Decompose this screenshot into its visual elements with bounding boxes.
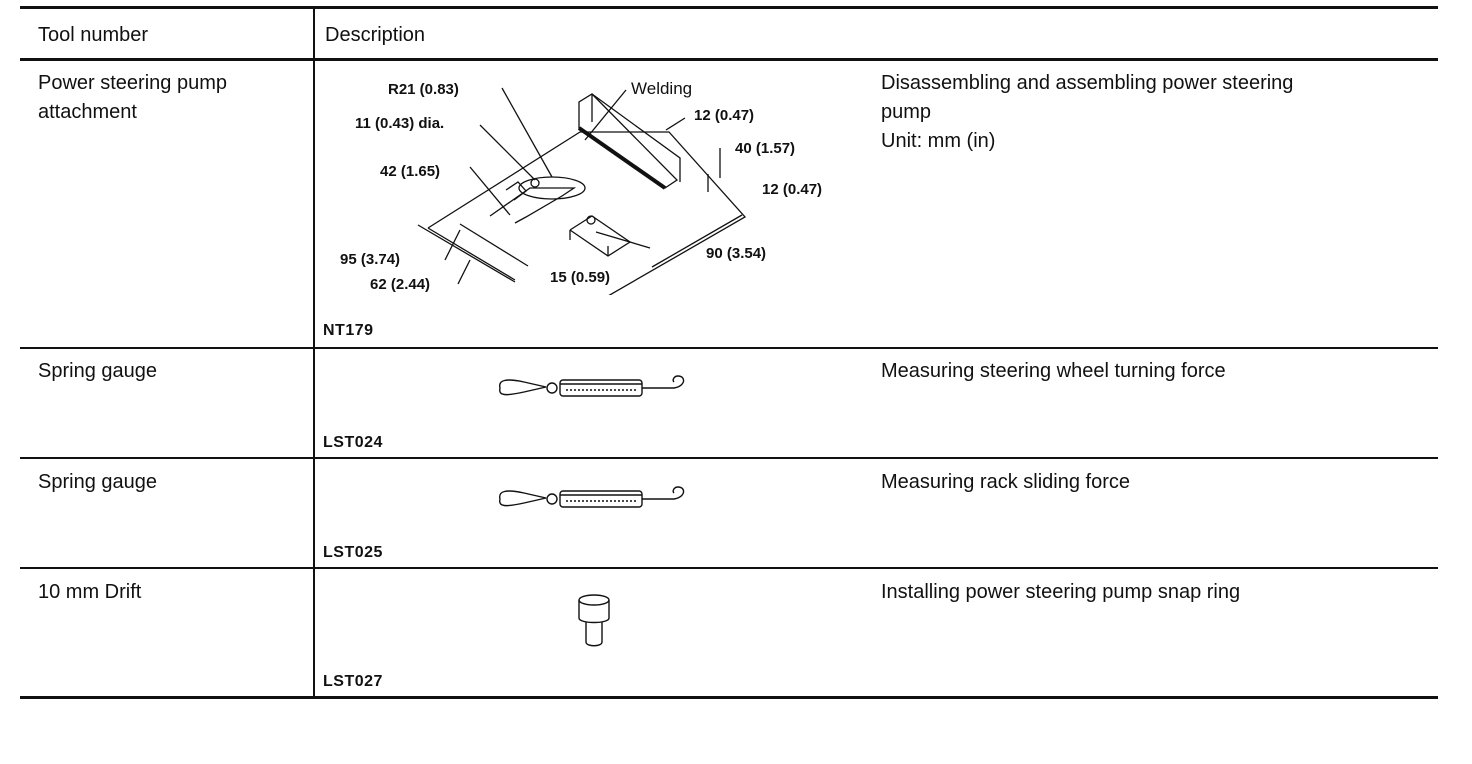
pump-attachment-drawing: R21 (0.83) 11 (0.43) dia. Welding 12 (0.… <box>340 79 822 295</box>
header-bottom-rule <box>20 58 1438 61</box>
figure-code: NT179 <box>323 322 374 339</box>
tool-description: Measuring steering wheel turning force <box>881 360 1226 382</box>
row-divider <box>20 457 1438 459</box>
tool-name: Spring gauge <box>38 360 157 382</box>
column-divider <box>313 9 315 697</box>
tool-description: Measuring rack sliding force <box>881 471 1130 493</box>
dim-95: 95 (3.74) <box>340 251 400 268</box>
figure-code: LST024 <box>323 434 383 451</box>
dim-r21: R21 (0.83) <box>388 81 459 98</box>
dim-62: 62 (2.44) <box>370 276 430 293</box>
dim-dia: 11 (0.43) dia. <box>355 115 444 132</box>
row-divider <box>20 347 1438 349</box>
row-divider <box>20 567 1438 569</box>
table-top-rule <box>20 6 1438 9</box>
label-welding: Welding <box>631 79 692 98</box>
tool-description: Disassembling and assembling power steer… <box>881 72 1294 152</box>
figure-code: LST027 <box>323 673 383 690</box>
spring-gauge-drawing <box>494 481 694 517</box>
dim-12-top: 12 (0.47) <box>694 107 754 124</box>
figure-code: LST025 <box>323 544 383 561</box>
tool-description: Installing power steering pump snap ring <box>881 581 1241 603</box>
spring-gauge-drawing <box>494 370 694 406</box>
dim-40: 40 (1.57) <box>735 140 795 157</box>
tool-name: 10 mm Drift <box>38 581 142 603</box>
dim-12-bottom: 12 (0.47) <box>762 181 822 198</box>
tool-name: Power steering pump attachment <box>38 72 227 123</box>
header-description: Description <box>325 24 426 46</box>
header-tool-number: Tool number <box>38 24 149 46</box>
drift-drawing <box>574 590 614 650</box>
dim-15: 15 (0.59) <box>550 269 610 286</box>
table-bottom-rule <box>20 696 1438 699</box>
tool-name: Spring gauge <box>38 471 157 493</box>
dim-42: 42 (1.65) <box>380 163 440 180</box>
dim-90: 90 (3.54) <box>706 245 766 262</box>
